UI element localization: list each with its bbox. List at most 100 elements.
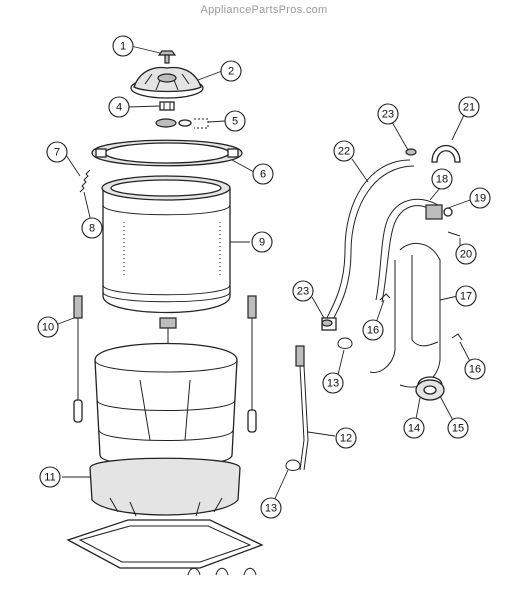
part-outer-tub[interactable] [94, 342, 238, 467]
callout-18[interactable]: 18 [431, 168, 453, 190]
callout-19[interactable]: 19 [469, 187, 491, 209]
part-harness-17[interactable] [369, 242, 443, 394]
callout-label: 16 [469, 364, 481, 376]
callout-circle [322, 372, 344, 394]
callout-circle [403, 417, 425, 439]
callout-14[interactable]: 14 [403, 417, 425, 439]
part-agitator-top[interactable] [130, 66, 204, 99]
callout-label: 18 [436, 174, 448, 186]
callout-circle [362, 319, 384, 341]
callout-13[interactable]: 13 [322, 372, 344, 394]
callout-label: 1 [120, 41, 126, 53]
callout-1[interactable]: 1 [112, 35, 134, 57]
callout-label: 23 [382, 109, 394, 121]
callout-circle [251, 231, 273, 253]
callout-circle [335, 427, 357, 449]
part-clamp-13-top[interactable] [337, 337, 353, 349]
callout-circle [458, 96, 480, 118]
part-tub-ring[interactable] [91, 139, 243, 167]
callout-label: 14 [408, 423, 420, 435]
part-drain-hose-22[interactable] [321, 159, 415, 331]
callout-circle [333, 140, 355, 162]
callout-label: 6 [260, 169, 266, 181]
callout-6[interactable]: 6 [252, 163, 274, 185]
part-pump-14-15[interactable] [415, 379, 445, 401]
callout-23[interactable]: 23 [292, 280, 314, 302]
callout-label: 19 [474, 193, 486, 205]
callout-circle [469, 187, 491, 209]
callout-17[interactable]: 17 [455, 285, 477, 307]
part-agitator-cap[interactable] [157, 50, 177, 64]
callout-label: 4 [116, 102, 122, 114]
callout-7[interactable]: 7 [46, 141, 68, 163]
callout-12[interactable]: 12 [335, 427, 357, 449]
part-spring[interactable] [79, 169, 91, 193]
callout-9[interactable]: 9 [251, 231, 273, 253]
callout-8[interactable]: 8 [81, 217, 103, 239]
callout-circle [447, 417, 469, 439]
callout-10[interactable]: 10 [37, 316, 59, 338]
part-wash-basket[interactable] [101, 175, 231, 314]
callout-11[interactable]: 11 [39, 466, 61, 488]
callout-label: 8 [89, 223, 95, 235]
callout-4[interactable]: 4 [108, 96, 130, 118]
part-valve-19[interactable] [425, 204, 453, 220]
part-suspension-rod-left[interactable] [73, 295, 83, 423]
callout-label: 10 [42, 322, 54, 334]
part-coupling[interactable] [159, 101, 175, 111]
callout-circle [455, 243, 477, 265]
part-clamp-21[interactable] [431, 145, 461, 163]
watermark: AppliancePartsPros.com [200, 4, 328, 16]
callout-13[interactable]: 13 [260, 497, 282, 519]
part-grommet-23-top[interactable] [405, 148, 417, 156]
callout-label: 21 [463, 102, 475, 114]
part-clamp-13-bottom[interactable] [285, 459, 301, 471]
callout-circle [464, 358, 486, 380]
callout-label: 20 [460, 249, 472, 261]
callout-label: 11 [44, 472, 55, 484]
callout-2[interactable]: 2 [220, 60, 242, 82]
callout-circle [81, 217, 103, 239]
part-clip[interactable] [155, 118, 209, 129]
callout-16[interactable]: 16 [464, 358, 486, 380]
callout-circle [220, 60, 242, 82]
callout-label: 13 [265, 503, 277, 515]
callout-label: 22 [338, 146, 350, 158]
callout-circle [46, 141, 68, 163]
callout-circle [260, 497, 282, 519]
callout-label: 16 [367, 325, 379, 337]
callout-label: 5 [232, 116, 238, 128]
callout-label: 23 [297, 286, 309, 298]
callout-23[interactable]: 23 [377, 103, 399, 125]
callout-16[interactable]: 16 [362, 319, 384, 341]
callout-22[interactable]: 22 [333, 140, 355, 162]
callout-5[interactable]: 5 [224, 110, 246, 132]
callout-label: 7 [54, 147, 60, 159]
callout-label: 12 [340, 433, 352, 445]
callout-circle [252, 163, 274, 185]
callout-label: 15 [452, 423, 464, 435]
callout-circle [39, 466, 61, 488]
callout-circle [455, 285, 477, 307]
part-grommet-23-bottom[interactable] [321, 319, 333, 327]
part-clip-16-left[interactable] [379, 293, 391, 301]
part-hose-12[interactable] [295, 345, 309, 471]
callout-circle [108, 96, 130, 118]
callout-circle [292, 280, 314, 302]
callout-circle [431, 168, 453, 190]
callout-21[interactable]: 21 [458, 96, 480, 118]
part-screw-20[interactable] [447, 231, 461, 237]
part-hub[interactable] [159, 317, 177, 345]
part-hose-18[interactable] [375, 198, 439, 303]
callout-15[interactable]: 15 [447, 417, 469, 439]
part-suspension-rod-right[interactable] [247, 295, 257, 433]
callout-label: 17 [460, 291, 472, 303]
callout-circle [224, 110, 246, 132]
part-tub-base[interactable] [66, 457, 264, 576]
part-clip-16-right[interactable] [451, 333, 463, 341]
callout-label: 2 [228, 66, 234, 78]
callout-label: 9 [259, 237, 265, 249]
callout-20[interactable]: 20 [455, 243, 477, 265]
